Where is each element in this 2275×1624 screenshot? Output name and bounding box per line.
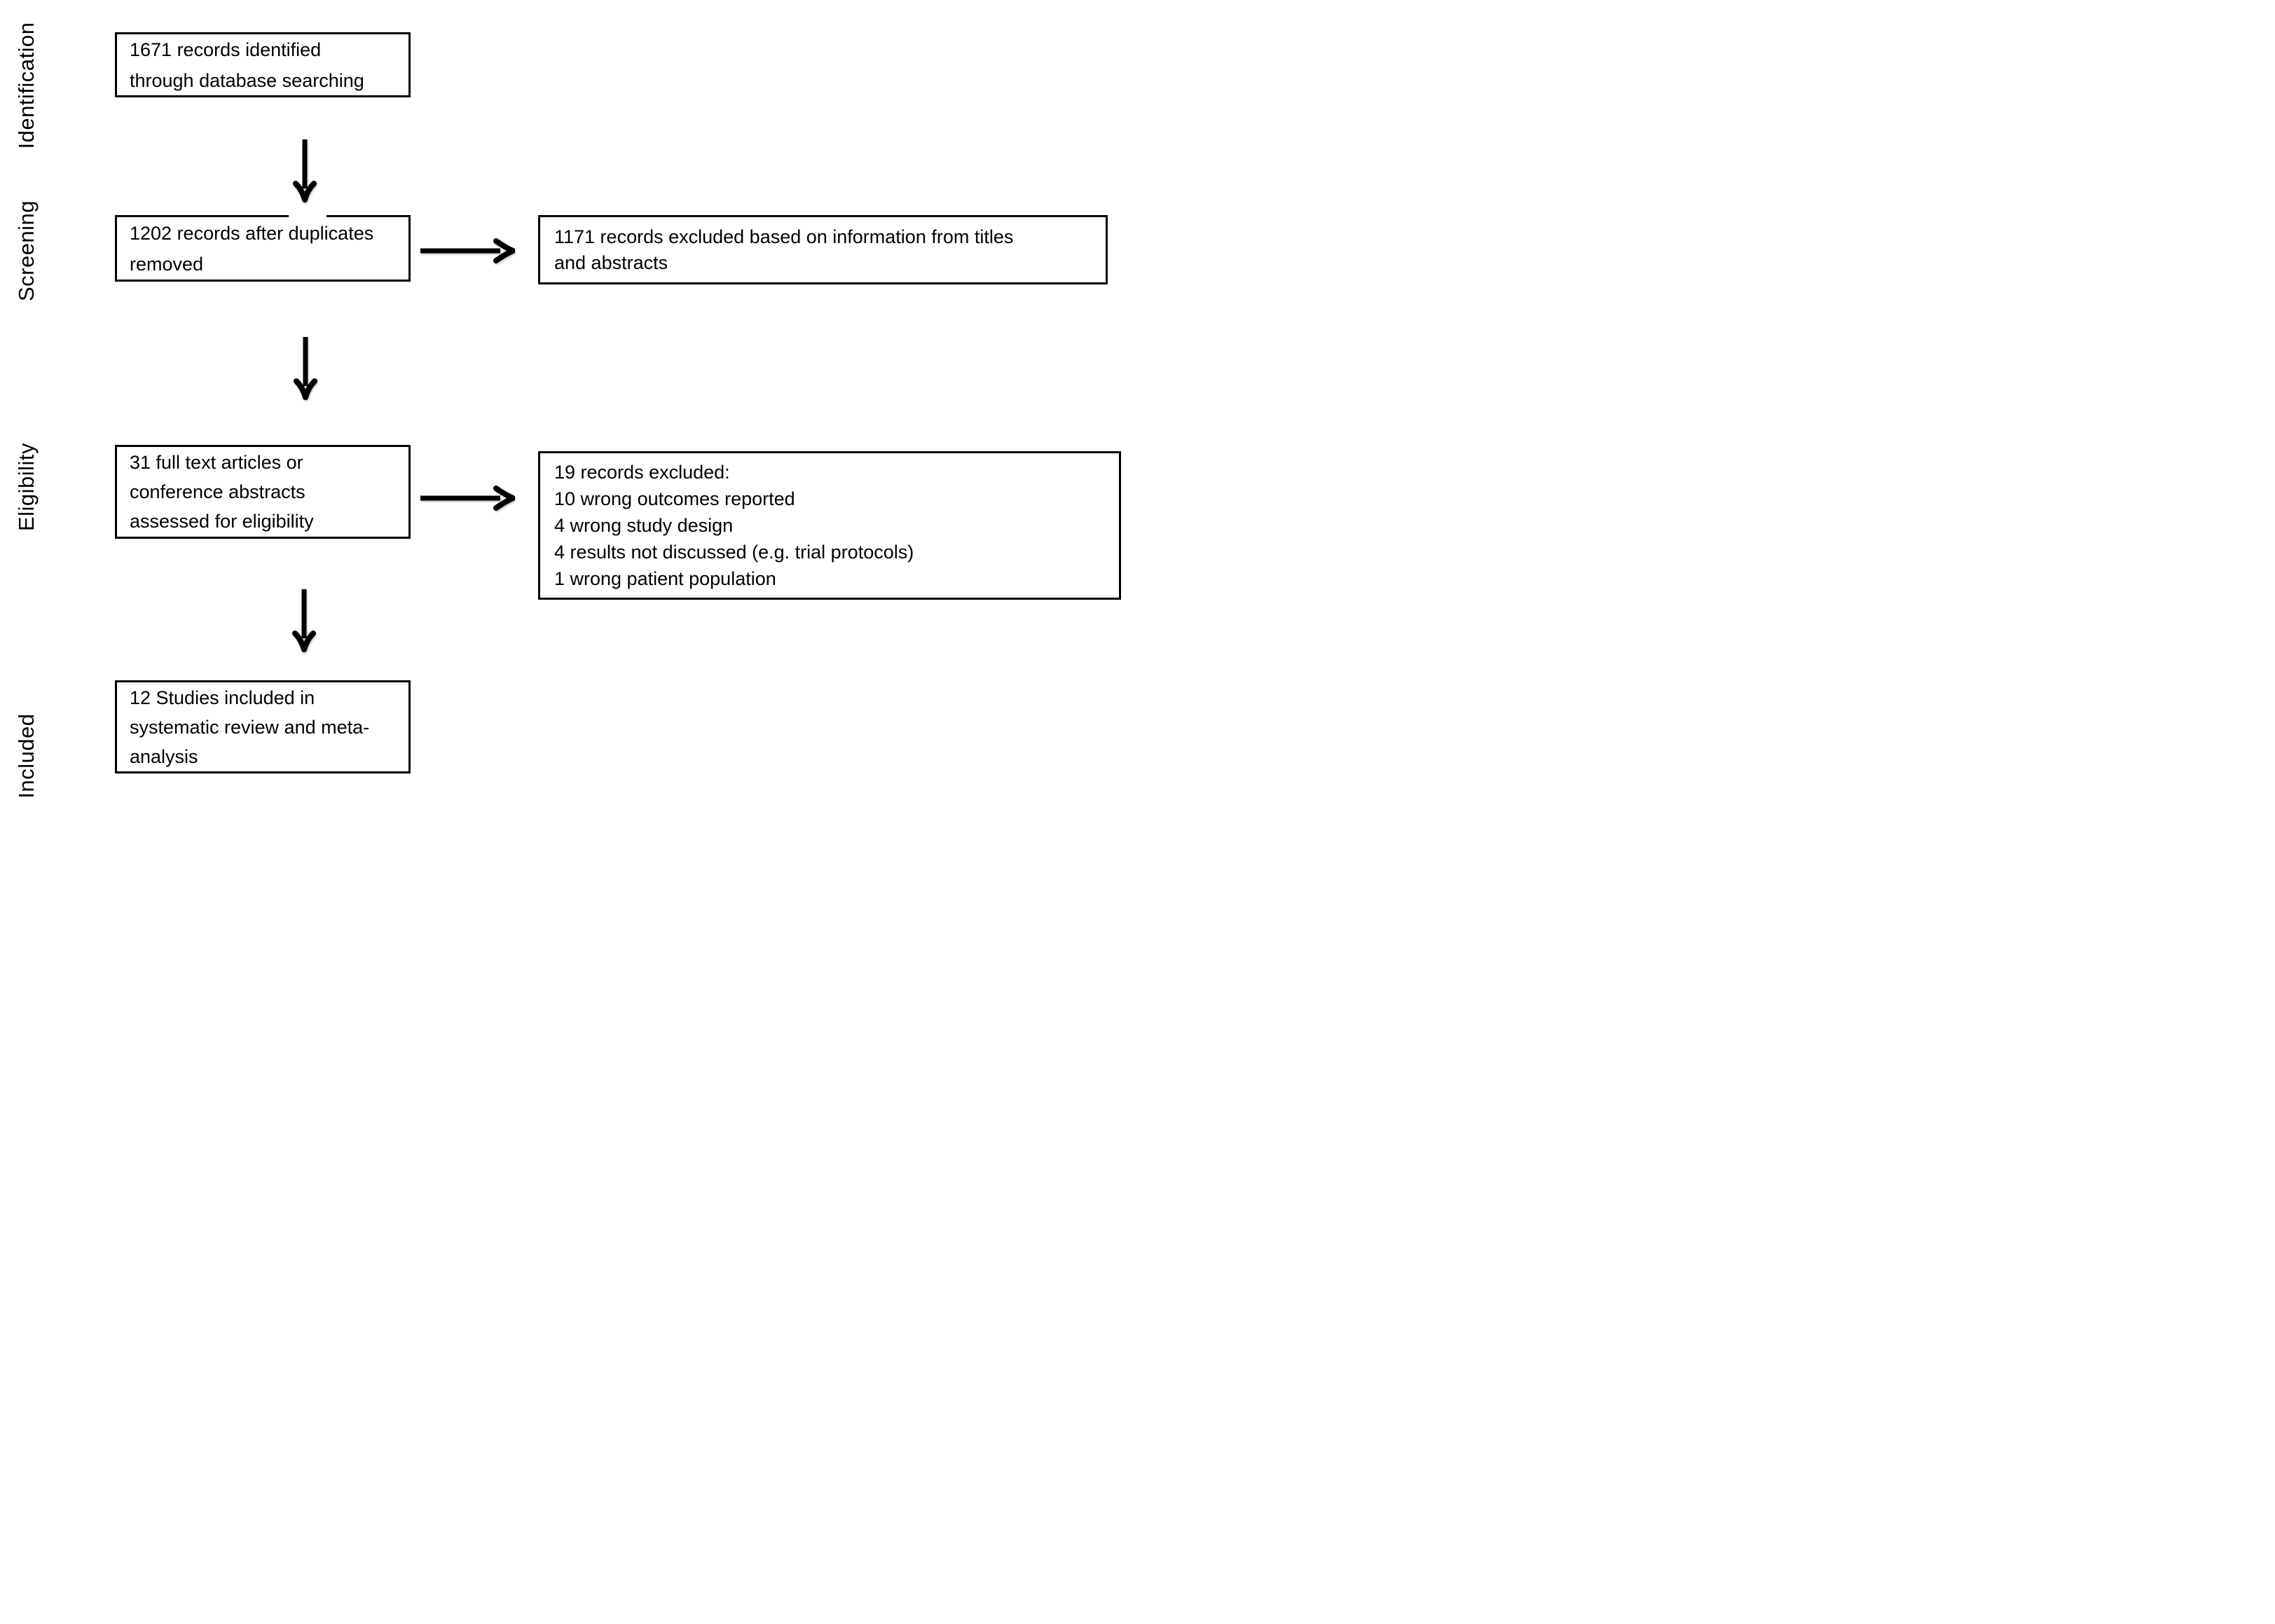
box-text-line: systematic review and meta- bbox=[130, 716, 370, 738]
box-records-excluded-fulltext: 19 records excluded: 10 wrong outcomes r… bbox=[538, 451, 1121, 600]
arrow-identified-to-duplicates-icon bbox=[289, 137, 320, 202]
box-text-line: 1671 records identified bbox=[130, 39, 322, 60]
box-text-line: 10 wrong outcomes reported bbox=[554, 488, 795, 509]
box-text-line: 4 wrong study design bbox=[554, 515, 734, 536]
arrow-fulltext-to-included-icon bbox=[289, 586, 319, 652]
box-records-identified: 1671 records identified through database… bbox=[115, 32, 411, 97]
stage-label-included: Included bbox=[14, 713, 39, 799]
box-text-line: assessed for eligibility bbox=[130, 511, 314, 532]
box-text-line: 31 full text articles or bbox=[130, 452, 303, 473]
box-text-line: 12 Studies included in bbox=[130, 687, 315, 708]
box-text-line: 4 results not discussed (e.g. trial prot… bbox=[554, 542, 914, 563]
box-records-excluded-titles-abstracts: 1171 records excluded based on informati… bbox=[538, 215, 1108, 284]
arrow-fulltext-to-excluded-icon bbox=[418, 483, 515, 514]
box-text-line: analysis bbox=[130, 745, 198, 767]
arrow-duplicates-to-excluded-icon bbox=[418, 235, 515, 266]
arrow-duplicates-to-fulltext-icon bbox=[290, 334, 321, 400]
box-text-line: 1 wrong patient population bbox=[554, 568, 776, 589]
stage-label-eligibility: Eligibility bbox=[14, 442, 39, 532]
box-text-line: 1202 records after duplicates bbox=[130, 222, 374, 244]
box-text-line: 1171 records excluded based on informati… bbox=[554, 226, 1014, 247]
stage-label-screening: Screening bbox=[14, 200, 39, 302]
box-text-line: removed bbox=[130, 253, 204, 275]
box-fulltext-assessed: 31 full text articles or conference abst… bbox=[115, 445, 411, 539]
box-text-line: and abstracts bbox=[554, 252, 668, 273]
box-studies-included: 12 Studies included in systematic review… bbox=[115, 680, 411, 773]
box-text-line: conference abstracts bbox=[130, 481, 305, 502]
border-notch bbox=[289, 214, 327, 218]
box-text-line: through database searching bbox=[130, 69, 364, 91]
stage-label-identification: Identification bbox=[14, 22, 39, 149]
prisma-flow-diagram: Identification Screening Eligibility Inc… bbox=[0, 0, 1138, 812]
box-text-line: 19 records excluded: bbox=[554, 462, 730, 483]
box-records-after-duplicates: 1202 records after duplicates removed bbox=[115, 214, 411, 282]
